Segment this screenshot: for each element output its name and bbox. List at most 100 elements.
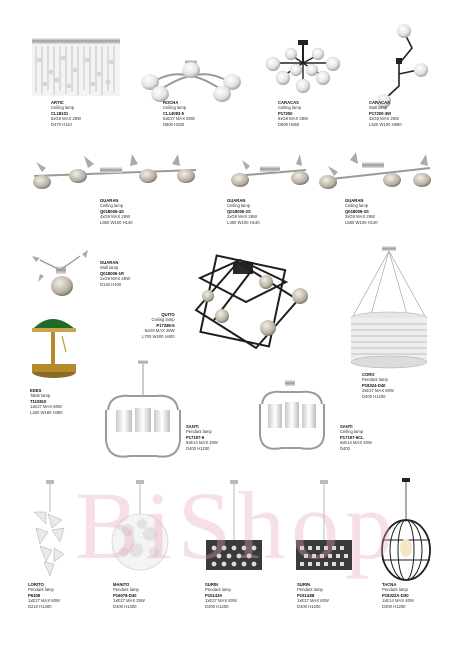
product-type: Ceiling lamp — [227, 203, 251, 209]
product-spec: 3xG9 MAX 28W — [345, 214, 376, 220]
product-caption-coro: CORO Pendant lamp P18324-D40 3xE27 MAX 6… — [362, 372, 394, 399]
product-name: SANTI — [340, 424, 353, 429]
product-type: Pendant lamp — [186, 429, 212, 435]
product-dimensions: D300 H1200 — [382, 603, 406, 609]
guaran-2s-lamp-image — [231, 154, 309, 187]
product-type: Wall lamp — [100, 265, 119, 271]
product-dimensions: L380 W100 H140 — [227, 219, 260, 225]
product-code: CL18101 — [51, 110, 69, 116]
product-spec: 1xE27 MAX 60W — [297, 598, 329, 604]
santi-pendant-lamp-image — [105, 360, 181, 458]
product-caption-tacna: TACNA Pendant lamp P18322A-D30 1xE14 MAX… — [382, 582, 414, 609]
product-dimensions: D140 H100 — [100, 281, 122, 287]
product-name: LORITO — [28, 582, 44, 587]
product-code: P17197-6CL — [340, 434, 364, 440]
product-caption-surin-a: SURIN Pendant lamp P15143A 1xE27 MAX 60W… — [205, 582, 237, 609]
product-dimensions: D400 H1200 — [362, 393, 386, 399]
product-name: GUARAN — [100, 198, 119, 203]
product-code: P17197-6 — [186, 434, 205, 440]
product-name: TACNA — [382, 582, 397, 587]
product-spec: 9xG9 MAX 28W — [278, 116, 309, 122]
edes-lamp-image — [32, 319, 76, 378]
guaran-wall-lamp-image — [32, 250, 88, 296]
product-spec: 1xE27 MAX 25W — [113, 598, 145, 604]
product-spec: 1xE27 MAX 60W — [30, 404, 62, 410]
product-spec: 1xE27 MAX 60W — [28, 598, 60, 604]
product-dimensions: D600 H650 — [278, 121, 300, 127]
product-dimensions: D800 H330 — [163, 121, 185, 127]
product-spec: 3xE27 MAX 60W — [362, 388, 394, 394]
product-code: P18322A-D30 — [382, 592, 409, 598]
surin-b-lamp-image — [296, 480, 352, 570]
product-caption-quito: QUITO Ceiling lamp P17286-5 5xG9 MAX 28W… — [142, 312, 175, 339]
rocha-lamp-image — [141, 60, 241, 102]
product-name: CARACAS — [369, 100, 390, 105]
product-type: Ceiling lamp — [51, 105, 75, 111]
product-name: GUARAN — [100, 260, 119, 265]
product-name: SURIN — [297, 582, 311, 587]
product-spec: 1xE14 MAX 40W — [382, 598, 414, 604]
product-dimensions: L580 W100 H140 — [345, 219, 378, 225]
product-code: P6308 — [28, 592, 41, 598]
artic-lamp-image — [32, 38, 120, 96]
product-dimensions: L260 W180 H380 — [30, 409, 63, 415]
product-type: Pendant lamp — [205, 587, 231, 593]
lorito-lamp-image — [33, 480, 65, 577]
product-caption-santi-pendant: SANTI Pendant lamp P17197-6 6xE14 MAX 40… — [186, 424, 218, 451]
product-spec: 4xG9 MAX 28W — [100, 214, 131, 220]
product-caption-edes: EDES Table lamp T110810 1xE27 MAX 60W L2… — [30, 388, 63, 415]
product-name: QUITO — [161, 312, 175, 317]
product-caption-artic: ARTIC Ceiling lamp CL18101 5xG9 MAX 28W … — [51, 100, 81, 127]
product-type: Ceiling lamp — [100, 203, 124, 209]
product-name: CARACAS — [278, 100, 299, 105]
product-type: Table lamp — [30, 393, 51, 399]
product-dimensions: L700 W400 H400 — [142, 333, 175, 339]
product-spec: 2xG9 MAX 28W — [227, 214, 258, 220]
product-type: Wall lamp — [369, 105, 388, 111]
product-code: Q018006-3S — [345, 208, 369, 214]
product-code: Q018006-2S — [227, 208, 251, 214]
tacna-lamp-image — [381, 478, 431, 581]
product-spec: 5xG9 MAX 28W — [51, 116, 82, 122]
product-name: SURIN — [205, 582, 219, 587]
product-caption-caracas-wall: CARACAS Wall lamp P17200-3W 3xG9 MAX 28W… — [369, 100, 402, 127]
product-dimensions: D400 H1200 — [205, 603, 229, 609]
coro-lamp-image — [350, 246, 428, 369]
product-caption-rocha: ROCHA Ceiling lamp CL14083-5 5xE27 MAX 6… — [163, 100, 195, 127]
product-spec: 5xG9 MAX 28W — [144, 328, 175, 334]
product-name: EDES — [30, 388, 42, 393]
product-caption-caracas-ceiling: CARACAS Ceiling lamp P17200 9xG9 MAX 28W… — [278, 100, 308, 127]
product-caption-santi-ceiling: SANTI Ceiling lamp P17197-6CL 6xE14 MAX … — [340, 424, 372, 451]
product-dimensions: D400 H1200 — [297, 603, 321, 609]
product-name: ROCHA — [163, 100, 179, 105]
product-code: Q018006-1R — [100, 270, 124, 276]
product-dimensions: D400 H1400 — [113, 603, 137, 609]
product-type: Ceiling lamp — [278, 105, 302, 111]
product-spec: 6xE14 MAX 40W — [186, 440, 218, 446]
product-dimensions: D400 H1200 — [186, 445, 210, 451]
caracas-wall-lamp-image — [377, 24, 428, 108]
product-name: MANITO — [113, 582, 130, 587]
product-name: SANTI — [186, 424, 199, 429]
product-type: Ceiling lamp — [151, 317, 175, 323]
product-spec: 1xG9 MAX 28W — [100, 276, 131, 282]
product-type: Ceiling lamp — [340, 429, 364, 435]
product-dimensions: L520 W100 H650 — [369, 121, 402, 127]
product-type: Pendant lamp — [113, 587, 139, 593]
product-caption-surin-b: SURIN Pendant lamp P15143B 1xE27 MAX 60W… — [297, 582, 329, 609]
product-type: Pendant lamp — [297, 587, 323, 593]
product-code: P15143A — [205, 592, 223, 598]
product-dimensions: D210 H1300 — [28, 603, 52, 609]
product-type: Ceiling lamp — [163, 105, 187, 111]
product-code: P17286-5 — [156, 322, 175, 328]
product-code: P15143B — [297, 592, 315, 598]
product-dimensions: D470 H110 — [51, 121, 72, 127]
product-type: Pendant lamp — [28, 587, 54, 593]
product-spec: 6xE14 MAX 40W — [340, 440, 372, 446]
product-caption-manito: MANITO Pendant lamp P16078-D40 1xE27 MAX… — [113, 582, 145, 609]
guaran-4s-lamp-image — [33, 154, 197, 189]
product-code: T110810 — [30, 398, 47, 404]
product-code: CL14083-5 — [163, 110, 184, 116]
surin-a-lamp-image — [206, 480, 262, 570]
